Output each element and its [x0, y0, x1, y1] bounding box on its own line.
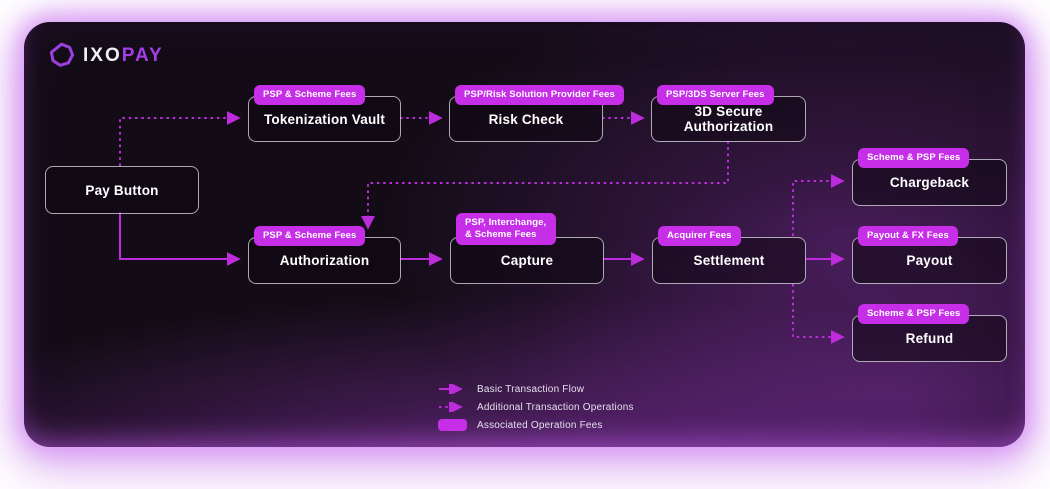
legend-row-operation-fees: Associated Operation Fees	[438, 418, 634, 432]
fee-chip-chargeback: Scheme & PSP Fees	[858, 148, 970, 168]
node-label: Settlement	[693, 253, 765, 268]
node-label: Pay Button	[85, 182, 159, 198]
ixopay-logo: IXOPAY	[48, 42, 164, 69]
node-label: Payout	[906, 253, 953, 268]
legend-label: Additional Transaction Operations	[477, 401, 634, 413]
node-label: Refund	[905, 331, 954, 346]
legend-row-additional-operations: Additional Transaction Operations	[438, 400, 634, 414]
fee-chip-refund: Scheme & PSP Fees	[858, 304, 970, 324]
node-label: Capture	[500, 253, 554, 268]
node-label: Chargeback	[889, 175, 970, 190]
logo-wordmark: IXOPAY	[83, 46, 164, 65]
fee-chip-payout: Payout & FX Fees	[858, 226, 958, 246]
node-label: 3D Secure Authorization	[683, 104, 774, 134]
node-label: Risk Check	[488, 111, 564, 127]
dotted-arrow-icon	[438, 402, 468, 412]
heptagon-logo-icon	[49, 42, 75, 67]
legend-row-basic-flow: Basic Transaction Flow	[438, 382, 634, 396]
fee-chip-risk-check: PSP/Risk Solution Provider Fees	[455, 85, 624, 105]
fee-chip-authorization: PSP & Scheme Fees	[254, 226, 366, 246]
node-pay-button: Pay Button	[45, 166, 199, 214]
node-label: Tokenization Vault	[263, 111, 386, 127]
logo-text-pay: PAY	[121, 45, 164, 66]
fee-chip-3d-secure: PSP/3DS Server Fees	[657, 85, 774, 105]
node-capture: Capture	[450, 237, 604, 284]
node-label: Authorization	[279, 253, 370, 268]
logo-text-ixo: IXO	[83, 45, 122, 66]
legend-label: Basic Transaction Flow	[477, 383, 585, 395]
legend: Basic Transaction Flow Additional Transa…	[438, 382, 634, 432]
legend-label: Associated Operation Fees	[477, 419, 603, 431]
fee-swatch-icon	[438, 419, 468, 431]
fee-chip-tokenization-vault: PSP & Scheme Fees	[254, 85, 366, 105]
solid-arrow-icon	[438, 384, 468, 394]
fee-chip-capture: PSP, Interchange, & Scheme Fees	[456, 213, 556, 245]
fee-chip-settlement: Acquirer Fees	[658, 226, 741, 246]
